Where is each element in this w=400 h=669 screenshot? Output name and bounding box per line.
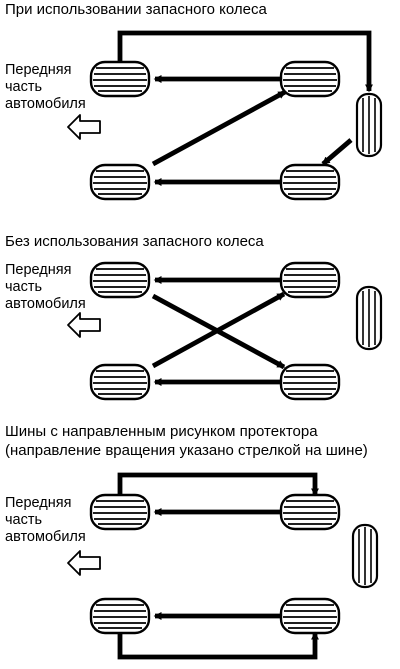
front-direction-arrow-icon — [67, 114, 101, 140]
section-1-front-label-line-2: часть — [5, 79, 43, 95]
tire-rear-left-icon — [89, 363, 151, 401]
section-3-title-line-1: Шины с направленным рисунком протектора — [5, 423, 318, 440]
section-2-front-label-line-3: автомобиля — [5, 296, 86, 312]
tire-front-left-icon — [89, 60, 151, 98]
tire-front-right-icon — [279, 261, 341, 299]
spare-tire-icon — [351, 523, 379, 589]
section-2-diagram — [67, 261, 383, 401]
tire-rear-right-icon — [279, 163, 341, 201]
arrow-rear-left-to-rear-right — [117, 631, 319, 660]
tire-rear-left-icon — [89, 597, 151, 635]
section-2-front-label-line-1: Передняя — [5, 262, 72, 278]
tire-rear-right-icon — [279, 597, 341, 635]
section-3-front-label-line-2: часть — [5, 512, 43, 528]
section-3-front-label-line-3: автомобиля — [5, 529, 86, 545]
tire-rear-right-icon — [279, 363, 341, 401]
front-direction-arrow-icon — [67, 550, 101, 576]
section-3-front-label-line-1: Передняя — [5, 495, 72, 511]
tire-front-left-icon — [89, 493, 151, 531]
section-1-front-label-line-1: Передняя — [5, 62, 72, 78]
section-1-diagram — [67, 30, 383, 201]
section-2-title: Без использования запасного колеса — [5, 233, 264, 250]
section-2-front-label-line-2: часть — [5, 279, 43, 295]
arrow-rear-left-to-front-right — [151, 89, 287, 167]
spare-tire-icon — [355, 92, 383, 158]
spare-tire-icon — [355, 285, 383, 351]
arrow-front-left-to-spare — [117, 30, 373, 93]
arrow-spare-to-rear-right — [321, 138, 353, 166]
section-1-title: При использовании запасного колеса — [5, 1, 267, 18]
tire-front-right-icon — [279, 60, 341, 98]
arrow-rear-left-to-front-right — [151, 291, 286, 369]
section-1-front-label-line-3: автомобиля — [5, 96, 86, 112]
tire-front-right-icon — [279, 493, 341, 531]
section-3-title-line-2: (направление вращения указано стрелкой н… — [5, 442, 368, 459]
arrow-front-left-to-front-right — [117, 472, 319, 497]
front-direction-arrow-icon — [67, 312, 101, 338]
tire-rear-left-icon — [89, 163, 151, 201]
tire-front-left-icon — [89, 261, 151, 299]
section-3-diagram — [67, 472, 379, 660]
